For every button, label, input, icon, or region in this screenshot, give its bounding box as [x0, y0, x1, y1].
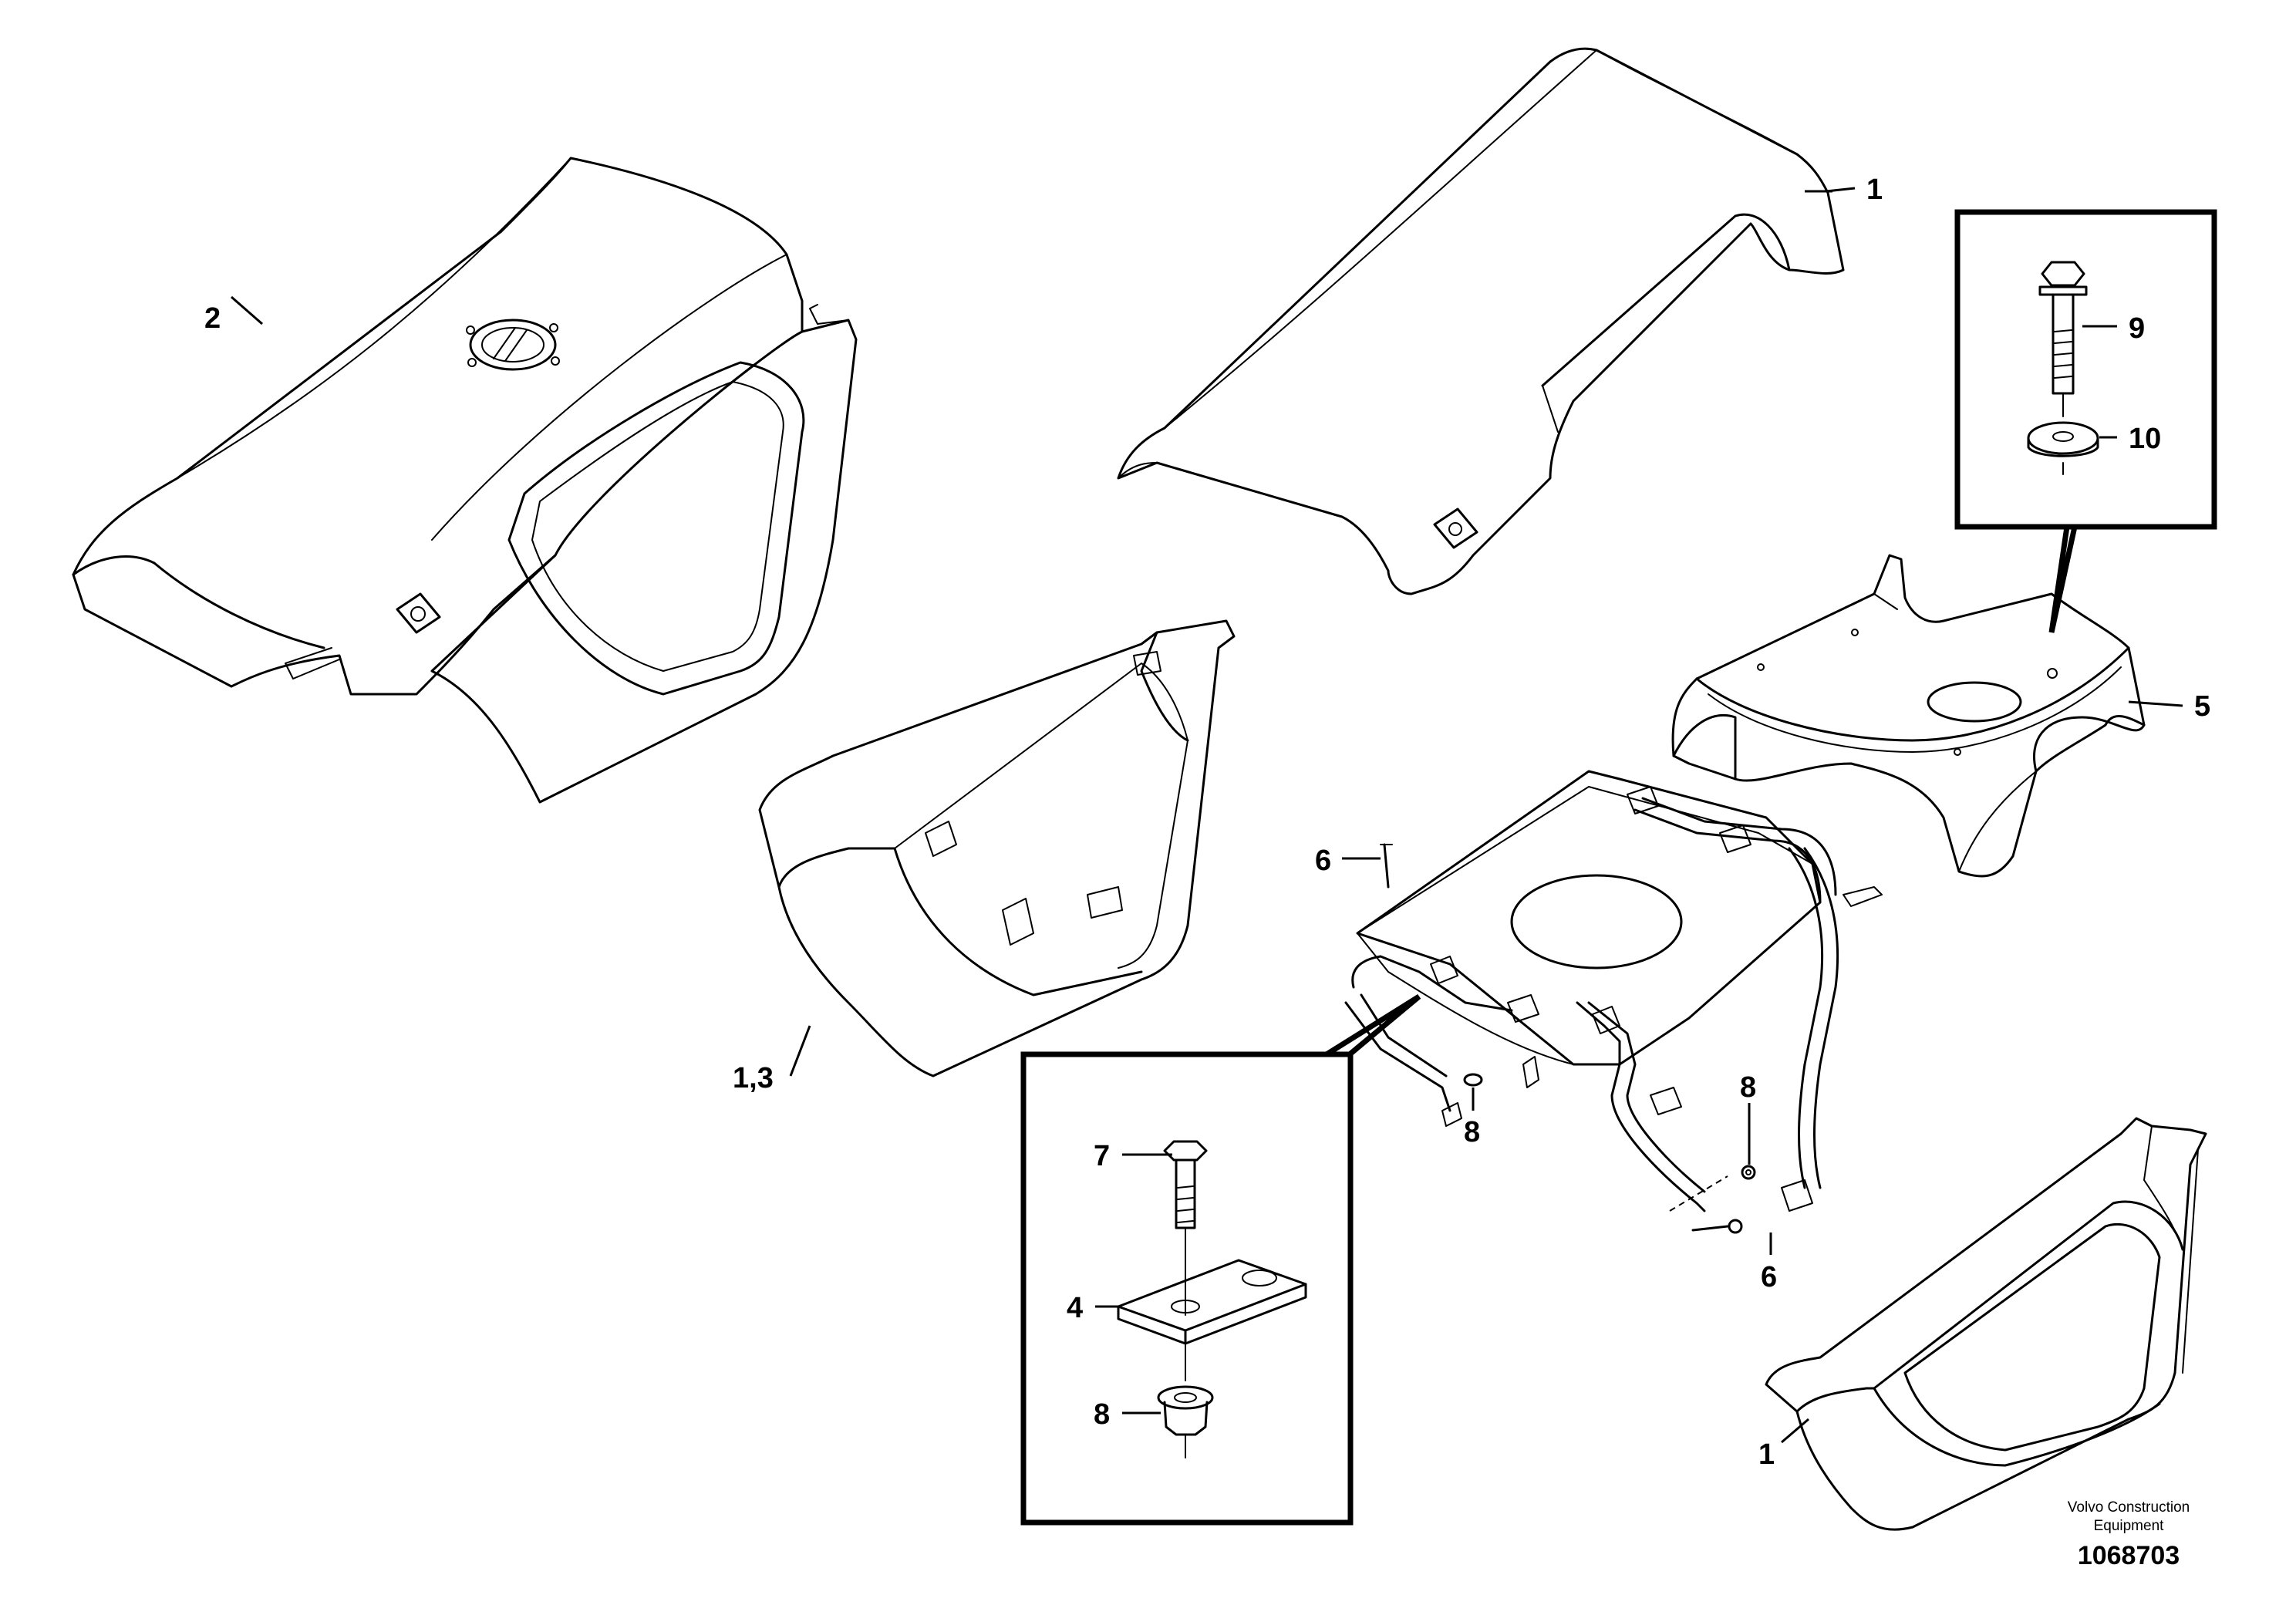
callout-9: 9 [2129, 312, 2145, 345]
document-number: 1068703 [2078, 1541, 2180, 1570]
side-panel-part-1-3 [758, 619, 1236, 1077]
leader-lines [231, 187, 2183, 1444]
top-cover-part-5 [1671, 554, 2146, 878]
callout-5: 5 [2194, 690, 2210, 723]
hood-front-part-2 [72, 157, 858, 804]
brand-line-1: Volvo Construction [2068, 1499, 2190, 1516]
callout-4: 4 [1067, 1292, 1083, 1324]
callout-6-left: 6 [1315, 845, 1331, 877]
side-panel-part-1-bottom [1765, 1117, 2207, 1531]
roof-hood-part-1 [1117, 47, 1845, 595]
detail-box-bolt-washer [1954, 209, 2217, 633]
callout-1-top: 1 [1866, 174, 1883, 206]
frame-assembly [1344, 770, 1883, 1234]
callout-8-box: 8 [1094, 1398, 1110, 1431]
callout-6-right: 6 [1761, 1261, 1777, 1293]
callout-1-bottom: 1 [1758, 1438, 1775, 1471]
brand-line-2: Equipment [2094, 1518, 2165, 1534]
callout-8-right: 8 [1740, 1071, 1756, 1104]
detail-box-bolt-plate-nut [1020, 994, 1421, 1526]
callout-7: 7 [1094, 1140, 1110, 1172]
footer-brand: Volvo Construction Equipment 1068703 [2068, 1499, 2190, 1570]
callout-1-3: 1,3 [733, 1062, 774, 1094]
callout-labels: 1 2 9 10 5 6 1,3 8 8 6 7 4 8 1 [204, 174, 2210, 1471]
callout-10: 10 [2129, 423, 2161, 455]
callout-2: 2 [204, 302, 221, 335]
callout-8-mid: 8 [1464, 1116, 1480, 1148]
